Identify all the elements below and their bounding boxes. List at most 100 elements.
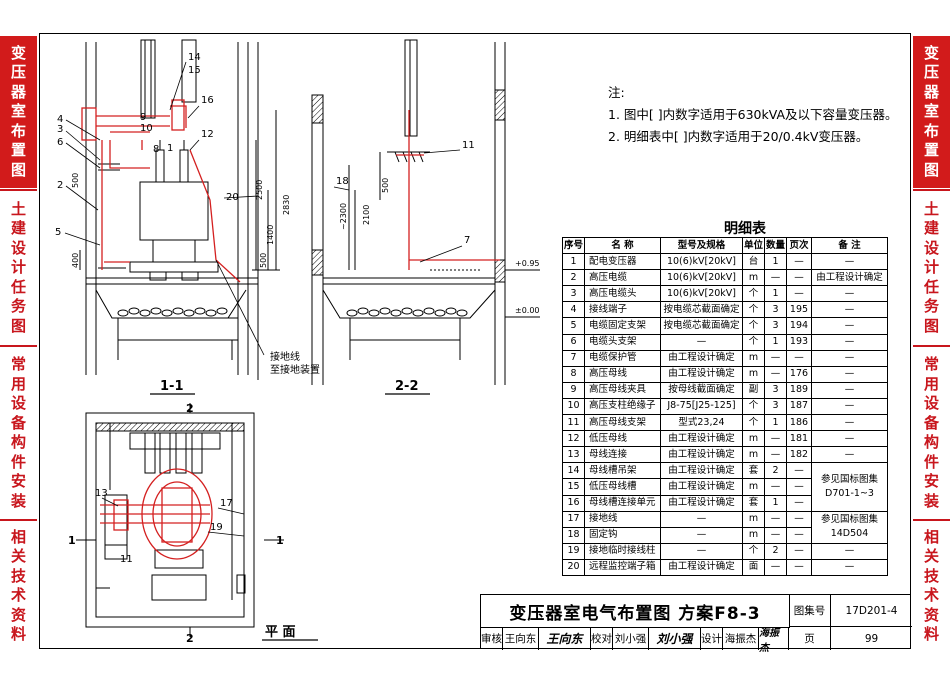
- table-cell: 3: [764, 381, 787, 399]
- table-cell: 母线连接: [584, 446, 661, 464]
- table-cell: 接地线: [584, 510, 661, 528]
- table-cell: 3: [764, 301, 787, 319]
- sidebar-char: 图: [923, 160, 939, 179]
- sidebar-char: 计: [10, 258, 26, 277]
- sidebar-right-tab-2[interactable]: 土建设计任务图: [913, 192, 950, 344]
- sidebar-char: 设: [10, 238, 26, 257]
- sidebar-char: 器: [923, 82, 939, 101]
- table-cell: 2: [764, 542, 787, 560]
- note-1: 1. 图中[ ]内数字适用于630kVA及以下容量变压器。: [608, 107, 898, 122]
- table-cell: 181: [786, 430, 812, 448]
- view-2-2-title: 2-2: [395, 379, 419, 394]
- table-cell: 母线槽吊架: [584, 462, 661, 480]
- table-cell: —: [660, 542, 743, 560]
- table-cell: —: [764, 430, 787, 448]
- callout-14: 14: [188, 52, 201, 63]
- table-cell: 电缆固定支架: [584, 317, 661, 335]
- table-cell: 9: [562, 381, 585, 399]
- table-cell: —: [786, 462, 812, 480]
- table-cell: —: [786, 253, 812, 271]
- callout-2: 2: [57, 180, 63, 191]
- reference-line: D701-1~3: [825, 487, 874, 499]
- callout-18: 18: [336, 176, 349, 187]
- table-cell: —: [786, 478, 812, 496]
- sidebar-char: 关: [923, 547, 939, 565]
- sidebar-char: 资: [10, 605, 26, 624]
- table-cell: 10: [562, 397, 585, 416]
- sidebar-char: 变: [10, 43, 26, 62]
- sidebar-right-tab-1[interactable]: 变压器室布置图: [913, 36, 950, 188]
- table-cell: 8: [562, 365, 585, 383]
- sidebar-char: 务: [10, 297, 26, 316]
- sidebar-right-tab-4[interactable]: 相关技术资料: [913, 522, 950, 650]
- table-cell: 187: [786, 397, 812, 416]
- table-cell: 由工程设计确定: [660, 349, 743, 367]
- notes: 注: 1. 图中[ ]内数字适用于630kVA及以下容量变压器。 2. 明细表中…: [608, 82, 898, 148]
- table-cell: 固定钩: [584, 526, 661, 544]
- table-cell: 按电缆芯截面确定: [660, 301, 743, 319]
- table-cell: 10(6)kV[20kV]: [660, 269, 743, 287]
- callout-4: 4: [57, 114, 63, 125]
- table-cell: 套: [742, 462, 765, 480]
- view-1-1-dims: 2500 2830 1400 500 500 400: [71, 173, 291, 268]
- table-cell: —: [764, 526, 787, 544]
- table-cell: 高压母线支架: [584, 414, 661, 432]
- ground-label-2: 至接地装置: [270, 363, 320, 376]
- sidebar-char: 资: [923, 605, 939, 624]
- table-cell: m: [742, 430, 765, 448]
- sidebar-right-tab-3[interactable]: 常用设备构件安装: [913, 348, 950, 518]
- reviewer-name: 王向东: [503, 627, 539, 650]
- table-cell: 13: [562, 446, 585, 464]
- sidebar-char: 用: [923, 374, 939, 393]
- sidebar-left-tab-3[interactable]: 常用设备构件安装: [0, 348, 37, 518]
- dim-500-b: 500: [71, 173, 80, 188]
- view-1-1-red-busbars: [81, 99, 241, 283]
- table-cell: 195: [786, 301, 812, 319]
- notes-heading: 注:: [608, 85, 625, 100]
- sidebar-left-tab-1[interactable]: 变压器室布置图: [0, 36, 37, 188]
- table-cell: 3: [562, 285, 585, 303]
- page-label: 页: [789, 627, 831, 650]
- dim-400: 400: [71, 253, 80, 268]
- checker-signature: 刘小强: [649, 627, 701, 650]
- table-header-cell: 名 称: [584, 236, 661, 255]
- table-cell: 15: [562, 478, 585, 496]
- table-cell: 10(6)kV[20kV]: [660, 285, 743, 303]
- view-2-2-text: ~2300 2100 500 +0.95 ±0.00: [339, 178, 540, 315]
- plan-title: 平 面: [265, 625, 296, 640]
- reference-line: 14D504: [830, 528, 869, 540]
- table-cell: 按电缆芯截面确定: [660, 317, 743, 335]
- plan-view: [76, 403, 284, 637]
- table-cell: —: [764, 558, 787, 576]
- design-label: 设计: [701, 627, 723, 650]
- section-mark-right: 1: [276, 534, 284, 547]
- table-cell: 配电变压器: [584, 253, 661, 271]
- sidebar-char: 图: [10, 316, 26, 335]
- table-header-cell: 单位: [742, 236, 765, 255]
- sidebar-left-tab-2[interactable]: 土建设计任务图: [0, 192, 37, 344]
- note-2: 2. 明细表中[ ]内数字适用于20/0.4kV变压器。: [608, 129, 869, 144]
- view-1-1: [79, 39, 280, 380]
- sidebar-char: 设: [923, 238, 939, 257]
- sidebar-char: 置: [923, 141, 939, 160]
- table-cell: 1: [764, 333, 787, 351]
- sidebar-char: 任: [923, 277, 939, 296]
- table-cell: 接地临时接线柱: [584, 542, 661, 560]
- sidebar-char: 装: [923, 491, 939, 510]
- table-cell: 11: [562, 414, 585, 432]
- table-cell: 1: [764, 494, 787, 512]
- callout-10: 10: [140, 123, 153, 134]
- sidebar-char: 图: [10, 160, 26, 179]
- sidebar-left-tab-4[interactable]: 相关技术资料: [0, 522, 37, 650]
- table-cell: 189: [786, 381, 812, 399]
